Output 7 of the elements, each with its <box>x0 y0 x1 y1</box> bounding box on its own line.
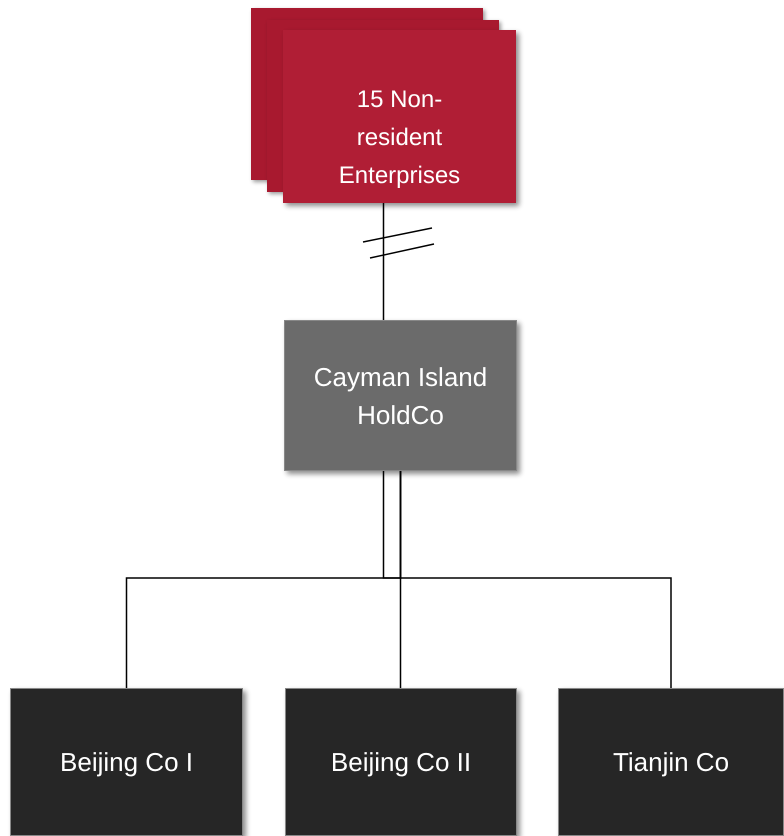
entity-box: Beijing Co II <box>285 688 517 836</box>
entity-box: Cayman Island HoldCo <box>284 320 517 471</box>
connector-line <box>400 471 672 688</box>
entity-box: Tianjin Co <box>558 688 784 836</box>
stacked-boxes <box>251 8 516 203</box>
node-label: 15 Non-resident Enterprises <box>338 85 462 191</box>
entity-box: Beijing Co I <box>10 688 243 836</box>
